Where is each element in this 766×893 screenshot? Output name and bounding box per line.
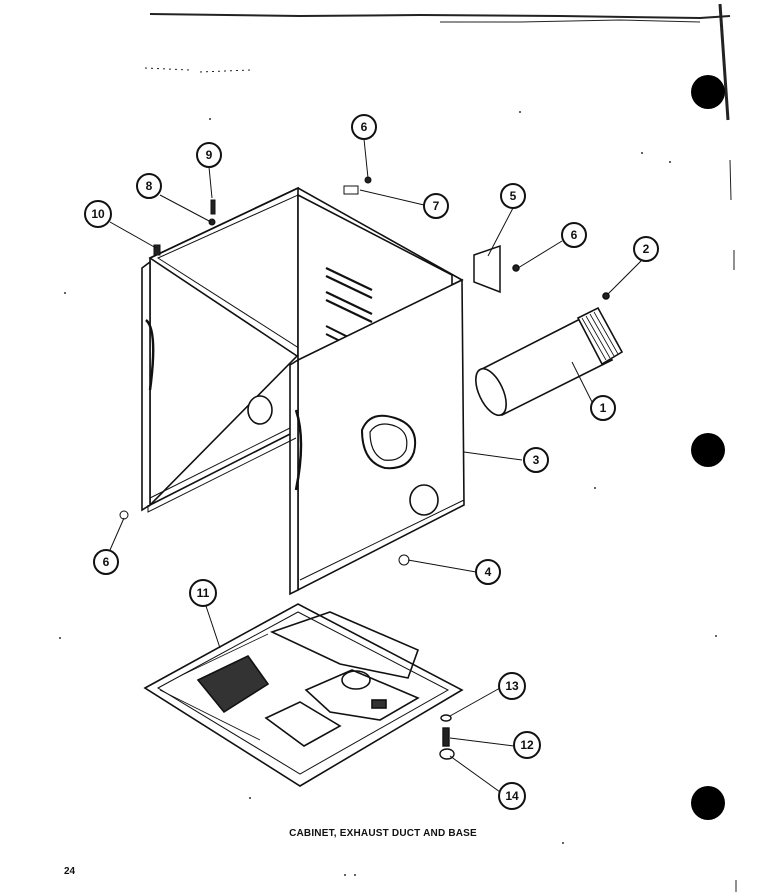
svg-text:10: 10	[91, 207, 105, 221]
callout-1: 1	[590, 395, 616, 421]
callout-13: 13	[498, 672, 526, 700]
callout-10: 10	[84, 200, 112, 228]
cabinet-assembly	[141, 186, 465, 596]
svg-text:6: 6	[571, 228, 578, 242]
part-8-nut	[208, 218, 216, 226]
part-13-washer	[440, 714, 452, 722]
binder-hole-middle	[691, 433, 725, 467]
part-2-screw	[602, 292, 610, 300]
part-5-plate	[473, 244, 520, 294]
callout-9: 9	[196, 142, 222, 168]
callout-6-left: 6	[93, 549, 119, 575]
figure-caption: CABINET, EXHAUST DUCT AND BASE	[289, 828, 477, 839]
part-11-base	[143, 603, 464, 787]
callout-8: 8	[136, 173, 162, 199]
svg-text:4: 4	[485, 565, 492, 579]
svg-text:3: 3	[533, 453, 540, 467]
part-12-leg	[442, 727, 450, 747]
binder-hole-top	[691, 75, 725, 109]
svg-text:14: 14	[505, 789, 519, 803]
callout-5: 5	[500, 183, 526, 209]
scan-artifacts	[144, 3, 737, 892]
callout-6-right: 6	[561, 222, 587, 248]
svg-text:6: 6	[103, 555, 110, 569]
scan-dots	[59, 111, 717, 876]
callout-3: 3	[523, 447, 549, 473]
callouts: 6 9 8 10 7 5 6 2 1 3 6 4 11 13 12 14	[84, 114, 659, 810]
callout-7: 7	[423, 193, 449, 219]
part-1-exhaust-duct	[475, 292, 624, 417]
svg-text:6: 6	[361, 120, 368, 134]
cabinet-left-panel	[149, 186, 299, 507]
svg-text:8: 8	[146, 179, 153, 193]
callout-6-top: 6	[351, 114, 377, 140]
base-hardware	[439, 714, 455, 760]
callout-14: 14	[498, 782, 526, 810]
part-6-screw-left	[119, 510, 129, 520]
svg-text:11: 11	[197, 586, 210, 600]
svg-text:1: 1	[600, 401, 607, 415]
svg-text:5: 5	[510, 189, 517, 203]
callout-2: 2	[633, 236, 659, 262]
part-9-screw	[210, 199, 216, 215]
part-10-clip	[153, 244, 161, 256]
part-4-foot	[398, 554, 410, 566]
part-7-bracket	[343, 185, 359, 195]
svg-text:7: 7	[433, 199, 440, 213]
binder-hole-bottom	[691, 786, 725, 820]
callout-12: 12	[513, 731, 541, 759]
callout-4: 4	[475, 559, 501, 585]
leader-lines	[109, 138, 643, 793]
page-number: 24	[64, 866, 76, 877]
svg-text:2: 2	[643, 242, 650, 256]
svg-text:13: 13	[505, 679, 519, 693]
callout-11: 11	[189, 579, 217, 607]
svg-text:12: 12	[520, 738, 534, 752]
svg-text:9: 9	[206, 148, 213, 162]
